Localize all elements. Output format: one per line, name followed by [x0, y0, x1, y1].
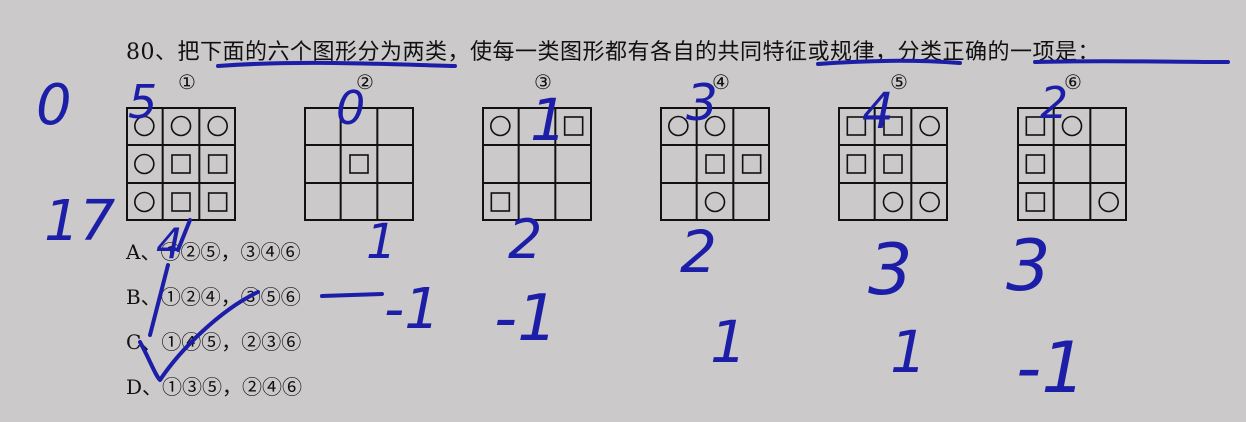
grid-border: [304, 107, 414, 221]
circle-shape: [704, 115, 726, 137]
figure-grid-1: [126, 107, 236, 221]
square-shape: [207, 154, 228, 174]
circle-shape: [919, 191, 940, 213]
option-text: ①③⑤，②④⑥: [162, 375, 303, 399]
square-shape: [1025, 116, 1046, 136]
option-letter: A、: [126, 240, 161, 264]
figure-grid-3: [482, 107, 592, 221]
square-shape: [171, 192, 191, 212]
square-shape: [563, 116, 584, 136]
note-b2: -1: [384, 277, 440, 342]
circle-shape: [1098, 191, 1119, 213]
grid-border: [838, 107, 948, 221]
note-17: 17: [44, 189, 116, 254]
circle-shape: [170, 115, 192, 137]
grid-border: [1017, 107, 1127, 221]
option-b: B、①②④，③⑤⑥: [126, 281, 301, 310]
note-a6: 3: [1006, 225, 1051, 307]
circle-shape: [882, 191, 904, 213]
square-shape: [349, 154, 369, 174]
circle-shape: [1061, 115, 1083, 137]
dash-b: [320, 292, 384, 298]
square-shape: [171, 154, 191, 174]
note-0: 0: [36, 73, 72, 138]
figure-grid-5: [838, 107, 948, 221]
note-c1: 1: [710, 308, 747, 376]
note-c3: -1: [1016, 327, 1086, 409]
note-c2: 1: [890, 318, 927, 386]
note-b1: -1: [494, 282, 558, 356]
figure-grid-2: [304, 107, 414, 221]
figure-label-3: ③: [534, 70, 552, 94]
option-c: C、①④⑤，②③⑥: [126, 326, 301, 355]
square-shape: [207, 192, 228, 212]
circle-shape: [134, 153, 155, 175]
circle-shape: [134, 191, 155, 213]
figure-label-2: ②: [356, 70, 374, 94]
square-shape: [490, 192, 511, 212]
square-shape: [1025, 154, 1046, 174]
figure-label-6: ⑥: [1064, 70, 1082, 94]
circle-shape: [919, 115, 940, 137]
option-letter: D、: [126, 375, 163, 399]
option-letter: B、: [126, 285, 161, 309]
option-text: ①④⑤，②③⑥: [161, 330, 302, 354]
grid-border: [482, 107, 592, 221]
option-letter: C、: [126, 330, 162, 354]
note-a2: 1: [366, 214, 397, 270]
square-shape: [846, 154, 867, 174]
square-shape: [1025, 192, 1046, 212]
circle-shape: [704, 191, 726, 213]
circle-shape: [490, 115, 511, 137]
circle-shape: [668, 115, 689, 137]
figure-label-5: ⑤: [890, 70, 908, 94]
note-a5: 3: [868, 229, 913, 311]
question-text: 80、把下面的六个图形分为两类，使每一类图形都有各自的共同特征或规律，分类正确的…: [126, 40, 1100, 65]
figure-label-1: ①: [178, 70, 196, 94]
grid-border: [660, 107, 770, 221]
square-shape: [883, 154, 903, 174]
square-shape: [705, 154, 725, 174]
option-a: A、①②⑤，③④⑥: [126, 236, 300, 265]
figure-grid-6: [1017, 107, 1127, 221]
circle-shape: [134, 115, 155, 137]
figure-label-4: ④: [712, 70, 730, 94]
square-shape: [846, 116, 867, 136]
square-shape: [883, 116, 903, 136]
square-shape: [741, 154, 762, 174]
option-text: ①②④，③⑤⑥: [160, 285, 301, 309]
grid-border: [126, 107, 236, 221]
option-d: D、①③⑤，②④⑥: [126, 371, 302, 400]
circle-shape: [207, 115, 228, 137]
note-a4: 2: [680, 218, 717, 286]
option-text: ①②⑤，③④⑥: [160, 240, 301, 264]
figure-grid-4: [660, 107, 770, 221]
